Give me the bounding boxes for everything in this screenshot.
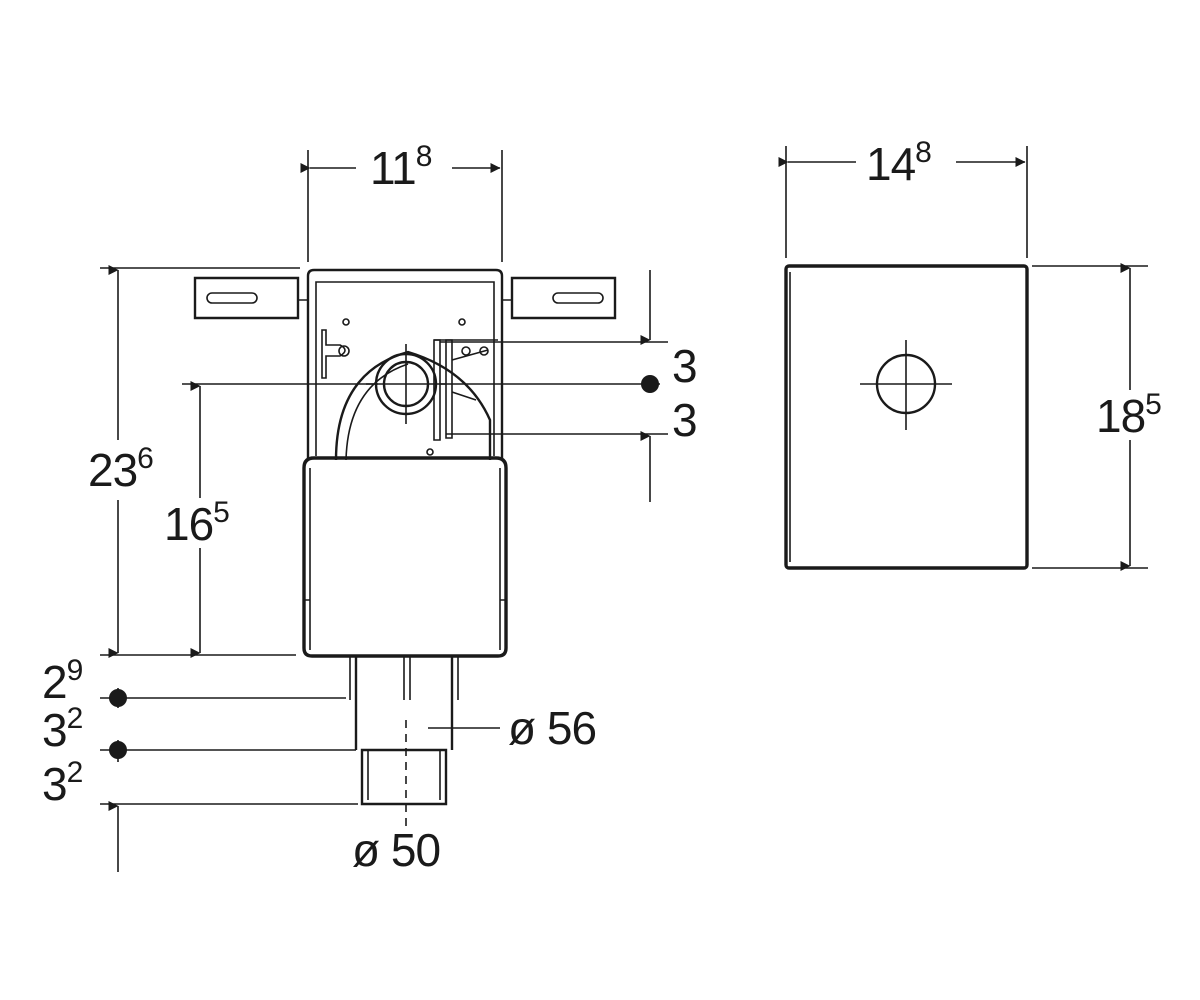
right-mounting-flange	[510, 276, 617, 320]
internal-bracket-left	[321, 329, 350, 379]
diameter-56-label: ø 56	[508, 702, 596, 754]
pipe-step-1-label: 29	[42, 654, 83, 708]
dimension-labels: 118 148 236 165 185 3 3 29 32 32 ø 56 ø …	[42, 136, 1162, 876]
outlet-pipe-50	[360, 748, 448, 806]
front-width-label: 118	[370, 140, 432, 194]
left-mounting-flange	[193, 276, 300, 320]
total-height-label: 236	[88, 442, 153, 496]
dimension-lines	[100, 146, 1148, 872]
offset-upper-label: 3	[672, 340, 697, 392]
outlet-pipe-56	[349, 656, 459, 750]
diameter-50-label: ø 50	[352, 824, 440, 876]
side-width-label: 148	[866, 136, 931, 190]
upper-housing	[306, 268, 504, 460]
siphon-link	[433, 339, 498, 441]
connection-height-label: 165	[164, 496, 229, 550]
trap-elbow	[334, 350, 492, 461]
front-view	[193, 268, 617, 830]
pipe-step-3-label: 32	[42, 756, 83, 810]
pipe-step-2-label: 32	[42, 702, 83, 756]
side-view	[784, 264, 1029, 570]
lower-housing	[302, 456, 508, 658]
offset-lower-label: 3	[672, 394, 697, 446]
side-height-label: 185	[1096, 388, 1161, 442]
